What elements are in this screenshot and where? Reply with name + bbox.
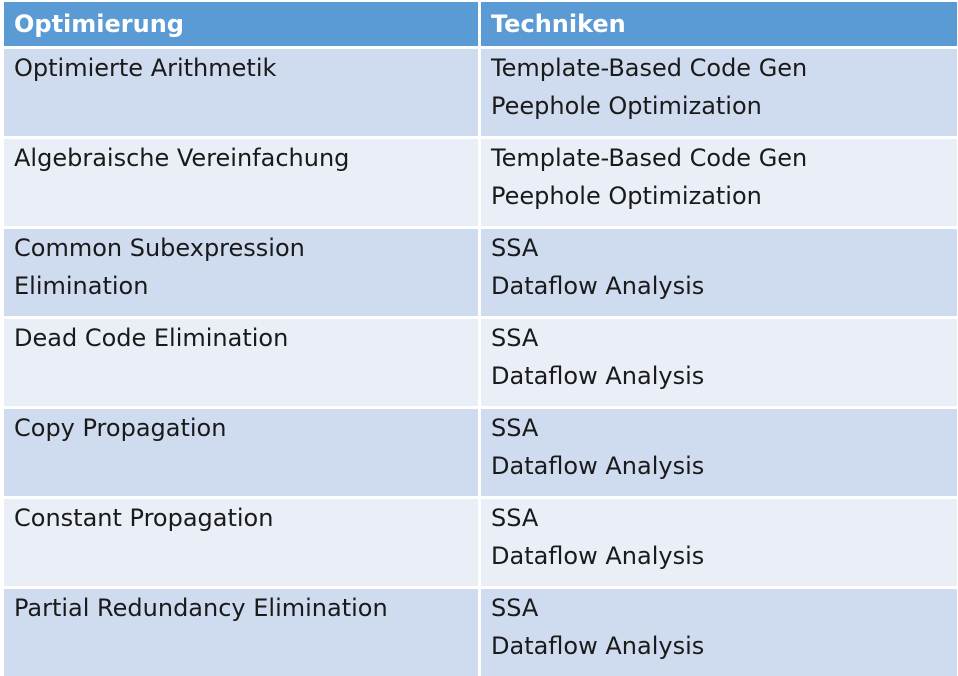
- header-optimierung: Optimierung: [4, 2, 478, 46]
- table-cell-optimization: Optimierte Arithmetik: [4, 49, 478, 136]
- cell-line: SSA: [491, 234, 539, 262]
- cell-line: Elimination: [14, 272, 149, 300]
- cell-line: Template-Based Code Gen: [491, 144, 808, 172]
- cell-line: Algebraische Vereinfachung: [14, 144, 350, 172]
- cell-line: SSA: [491, 594, 539, 622]
- table-cell-optimization: Partial Redundancy Elimination: [4, 589, 478, 676]
- table-cell-optimization: Dead Code Elimination: [4, 319, 478, 406]
- cell-line: Peephole Optimization: [491, 182, 762, 210]
- table-cell-techniques: Template-Based Code Gen Peephole Optimiz…: [481, 49, 957, 136]
- table-cell-techniques: SSA Dataflow Analysis: [481, 589, 957, 676]
- cell-line: Optimierte Arithmetik: [14, 54, 277, 82]
- table-cell-optimization: Algebraische Vereinfachung: [4, 139, 478, 226]
- cell-line: Constant Propagation: [14, 504, 274, 532]
- cell-line: Partial Redundancy Elimination: [14, 594, 388, 622]
- table-cell-optimization: Copy Propagation: [4, 409, 478, 496]
- cell-line: Copy Propagation: [14, 414, 227, 442]
- cell-line: SSA: [491, 414, 539, 442]
- cell-line: Dataflow Analysis: [491, 632, 705, 660]
- cell-line: Common Subexpression: [14, 234, 305, 262]
- cell-line: Dataflow Analysis: [491, 542, 705, 570]
- table-cell-optimization: Constant Propagation: [4, 499, 478, 586]
- cell-line: Dataflow Analysis: [491, 362, 705, 390]
- table-cell-techniques: SSA Dataflow Analysis: [481, 499, 957, 586]
- table-cell-techniques: SSA Dataflow Analysis: [481, 319, 957, 406]
- table-cell-techniques: SSA Dataflow Analysis: [481, 229, 957, 316]
- cell-line: Template-Based Code Gen: [491, 54, 808, 82]
- header-techniken: Techniken: [481, 2, 957, 46]
- cell-line: Dataflow Analysis: [491, 272, 705, 300]
- table-cell-techniques: SSA Dataflow Analysis: [481, 409, 957, 496]
- optimization-table: Optimierung Techniken Optimierte Arithme…: [4, 2, 957, 676]
- table-cell-techniques: Template-Based Code Gen Peephole Optimiz…: [481, 139, 957, 226]
- cell-line: SSA: [491, 324, 539, 352]
- cell-line: Dead Code Elimination: [14, 324, 289, 352]
- table-cell-optimization: Common Subexpression Elimination: [4, 229, 478, 316]
- cell-line: Peephole Optimization: [491, 92, 762, 120]
- cell-line: Dataflow Analysis: [491, 452, 705, 480]
- cell-line: SSA: [491, 504, 539, 532]
